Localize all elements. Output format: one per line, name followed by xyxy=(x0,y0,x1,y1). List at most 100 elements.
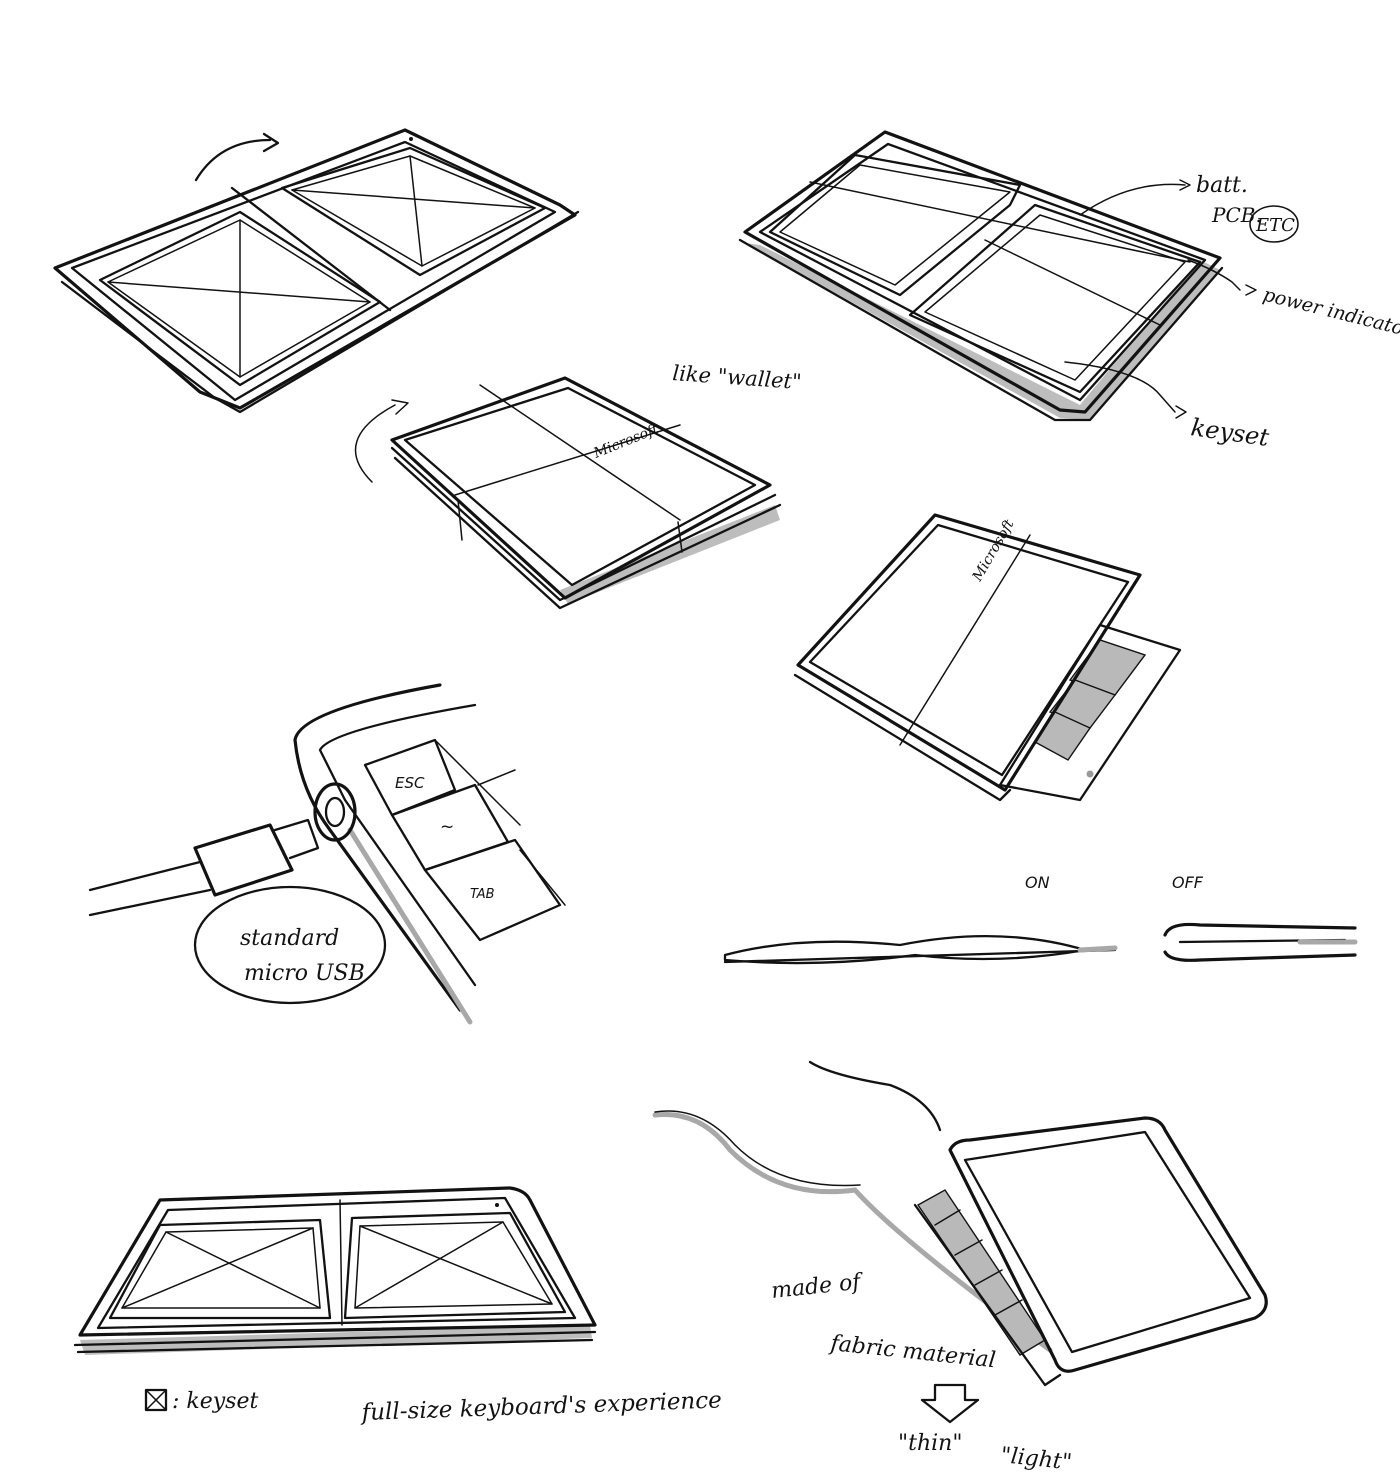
usb-plug-body xyxy=(193,823,294,897)
rotate-arrow-head xyxy=(262,132,280,153)
key-tab xyxy=(423,838,562,942)
usb-cable xyxy=(88,860,212,917)
keyset-symbol xyxy=(144,1388,168,1412)
rotate-arrow xyxy=(194,138,272,182)
sketch-internals-top-right: batt. PCB. ETC power indicator keyset xyxy=(738,130,1400,452)
leader-batt xyxy=(1079,183,1186,216)
logo-wallet: Microsoft xyxy=(591,421,661,462)
keyset-pad-left xyxy=(98,210,382,387)
device-edge-inner xyxy=(318,703,477,987)
wallet-cover xyxy=(390,376,772,600)
shell-edge xyxy=(60,210,580,414)
keyset-pad-right xyxy=(343,1211,567,1320)
label-standard: standard xyxy=(240,926,339,951)
fold-arrow xyxy=(354,404,396,483)
wallet-lower-edge xyxy=(390,446,782,610)
tray-left xyxy=(768,153,1022,297)
wallet-center-band-v xyxy=(479,384,681,521)
lid-band xyxy=(899,534,1031,746)
fabric-drape-left xyxy=(652,1111,1053,1353)
key-column-guide xyxy=(434,739,566,906)
hinge-line xyxy=(230,186,392,312)
sketch-open-keyboard-bottom xyxy=(73,1186,597,1355)
profile-on-shadow xyxy=(1077,945,1118,953)
usb-note-circle xyxy=(193,885,387,1005)
device-grey-edge xyxy=(347,827,473,1025)
keyset-symbol-x xyxy=(145,1389,167,1411)
keyset-x-right xyxy=(291,155,536,267)
outer-shell xyxy=(78,1186,597,1337)
shell-shadow xyxy=(745,243,1220,420)
label-power-indicator: power indicator xyxy=(1261,284,1400,343)
usb-plug-tip xyxy=(273,818,320,860)
label-batt: batt. xyxy=(1196,173,1248,198)
etc-circle xyxy=(1249,205,1299,243)
legend: : keyset full-size keyboard's experience xyxy=(144,1387,722,1426)
led-dot xyxy=(409,137,413,141)
keyset-pad-right xyxy=(280,146,547,277)
sketch-usb-detail: standard micro USB ESC ~ TAB xyxy=(88,683,566,1025)
down-arrow xyxy=(920,1383,980,1424)
leader-keyset xyxy=(1064,361,1176,413)
wallet-cover-inner xyxy=(403,386,757,587)
keyset-x-right xyxy=(354,1221,553,1309)
base-shadow xyxy=(80,1325,592,1355)
lid xyxy=(796,513,1142,792)
leader-power xyxy=(1187,259,1241,291)
base-tray xyxy=(998,623,1182,802)
shell-inner-rim xyxy=(96,1196,577,1330)
leader-batt-head xyxy=(1179,179,1191,191)
key-label-tab: TAB xyxy=(470,887,495,902)
label-fabric-material: fabric material xyxy=(827,1331,996,1373)
sketch-folded-wallet: like "wallet" Microsoft xyxy=(354,361,803,610)
fabric-drape-top xyxy=(808,1060,942,1132)
key-label-tilde: ~ xyxy=(440,817,454,837)
usb-port-inner xyxy=(324,796,346,828)
profile-on-base xyxy=(723,948,1117,964)
keyset-x-left xyxy=(107,219,371,378)
tray-right xyxy=(908,203,1202,394)
label-off: OFF xyxy=(1172,873,1204,892)
shell-edge-lower xyxy=(738,238,1224,422)
label-like-wallet: like "wallet" xyxy=(672,361,803,394)
label-micro-usb: micro USB xyxy=(244,961,365,986)
label-keyset: keyset xyxy=(1189,413,1271,452)
leader-power-head xyxy=(1245,284,1257,296)
shell-lower-edge xyxy=(73,1330,597,1354)
legend-keyset-label: : keyset xyxy=(172,1389,258,1414)
sketch-on-off-profiles: ON OFF xyxy=(723,873,1358,965)
label-thin: "thin" xyxy=(898,1431,962,1456)
center-hinge xyxy=(339,1199,343,1326)
keyset-pad-left xyxy=(108,1218,332,1320)
profile-on xyxy=(723,934,1087,965)
label-etc: ETC xyxy=(1255,215,1295,236)
sketch-open-keyboard-top-left xyxy=(53,128,580,414)
lid-inner xyxy=(808,523,1130,777)
caption-full-size: full-size keyboard's experience xyxy=(359,1387,722,1426)
wallet-center-band-h xyxy=(454,424,681,496)
wallet-strap xyxy=(457,499,683,553)
cover-panel-inner xyxy=(963,1130,1252,1354)
device-edge-outer xyxy=(293,683,462,1012)
pencil-dot xyxy=(1086,770,1094,778)
key-dividers xyxy=(934,1209,1023,1316)
label-light: "light" xyxy=(999,1443,1073,1475)
profile-off xyxy=(1163,922,1357,962)
label-pcb: PCB. xyxy=(1211,203,1262,227)
key-label-esc: ESC xyxy=(395,774,425,792)
keyset-x-left xyxy=(121,1227,321,1309)
led-dot xyxy=(495,1203,499,1207)
label-made-of: made of xyxy=(770,1269,865,1304)
sketch-half-open-wallet: Microsoft xyxy=(793,513,1182,802)
fold-band xyxy=(809,181,1191,326)
cover-hinge xyxy=(913,1203,1062,1387)
fold-arrow-head xyxy=(391,399,409,415)
usb-port xyxy=(313,782,357,842)
fabric-drape-left-ink xyxy=(654,1110,861,1187)
cover-panel xyxy=(948,1116,1268,1373)
label-on: ON xyxy=(1025,873,1050,892)
key-esc xyxy=(363,738,457,817)
sketch-fabric-cover: made of fabric material "thin" "light" xyxy=(652,1060,1268,1475)
